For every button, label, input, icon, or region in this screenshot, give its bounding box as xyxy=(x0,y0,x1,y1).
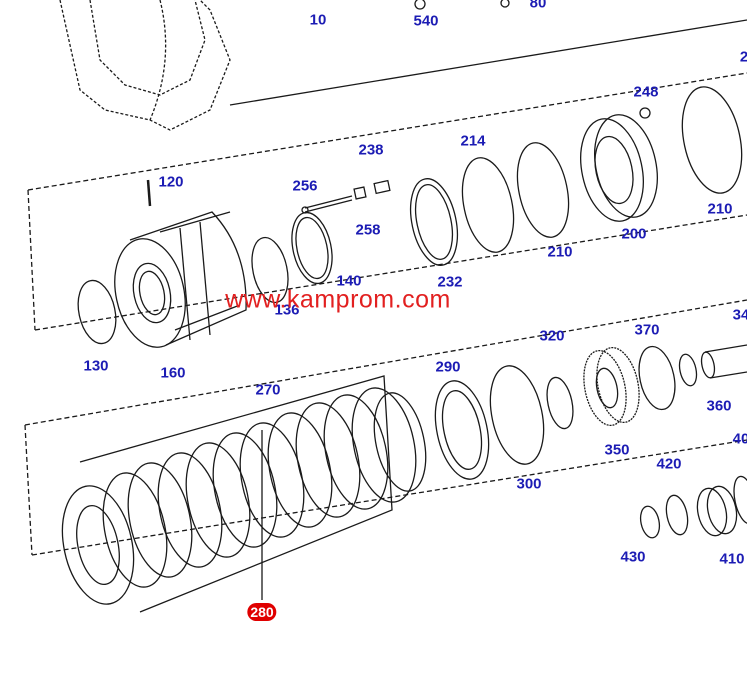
label-540: 540 xyxy=(413,12,439,30)
label-136: 136 xyxy=(274,301,300,319)
label-256: 256 xyxy=(292,177,318,195)
ring-210-b xyxy=(681,86,743,194)
plate-290-inner xyxy=(441,390,483,470)
ring-210-a xyxy=(516,142,570,238)
label-350: 350 xyxy=(604,441,630,459)
gear-350 xyxy=(583,346,640,427)
bolt-256 xyxy=(301,195,353,214)
ring-360 xyxy=(678,353,698,387)
lower-frame xyxy=(24,299,747,556)
bearing-410 xyxy=(696,485,738,537)
spring-258 xyxy=(353,186,367,200)
ring-140-inner xyxy=(295,216,329,280)
label-410: 410 xyxy=(719,550,745,568)
plate-232-inner xyxy=(414,184,454,260)
ring-130 xyxy=(77,279,117,345)
bracket-270 xyxy=(79,375,393,613)
ring-420 xyxy=(665,494,689,536)
plate-232 xyxy=(409,178,459,266)
label-130: 130 xyxy=(83,357,109,375)
bolt-540 xyxy=(414,0,426,10)
label-214: 214 xyxy=(460,132,486,150)
label-40: 40 xyxy=(732,430,747,448)
ring-430 xyxy=(639,505,661,539)
label-420: 420 xyxy=(656,455,682,473)
label-210: 210 xyxy=(547,243,573,261)
label-360: 360 xyxy=(706,397,732,415)
bolt-248 xyxy=(639,107,651,119)
ring-136 xyxy=(251,236,289,304)
housing-sketch xyxy=(59,0,231,131)
ring-300 xyxy=(489,365,545,465)
top-frame-line xyxy=(229,19,747,106)
label-300: 300 xyxy=(516,475,542,493)
label-430: 430 xyxy=(620,548,646,566)
ring-370 xyxy=(638,345,676,411)
shaft-34x xyxy=(700,344,747,379)
label-140: 140 xyxy=(336,272,362,290)
label-270: 270 xyxy=(255,381,281,399)
upper-frame xyxy=(27,72,747,331)
label-258: 258 xyxy=(355,221,381,239)
label-370: 370 xyxy=(634,321,660,339)
ring-320 xyxy=(546,376,574,430)
label-80: 80 xyxy=(529,0,547,12)
clutch-drum-160 xyxy=(114,211,247,348)
label-238: 238 xyxy=(358,141,384,159)
nut-238 xyxy=(373,179,391,195)
label-232: 232 xyxy=(437,273,463,291)
label-210-right: 210 xyxy=(707,200,733,218)
pin-120 xyxy=(146,179,152,207)
label-2: 2 xyxy=(739,48,747,66)
ring-214 xyxy=(461,157,515,253)
label-320: 320 xyxy=(539,327,565,345)
label-10: 10 xyxy=(309,11,327,29)
plate-290 xyxy=(434,380,490,480)
watermark-text: www.kamprom.com xyxy=(225,285,451,314)
ring-140 xyxy=(291,211,333,285)
label-160: 160 xyxy=(160,364,186,382)
label-290: 290 xyxy=(435,358,461,376)
clutch-pack-280 xyxy=(61,387,427,605)
bolt-80 xyxy=(500,0,510,8)
label-120: 120 xyxy=(158,173,184,191)
part-40x xyxy=(733,475,747,525)
label-280-highlighted[interactable]: 280 xyxy=(247,603,277,621)
label-34: 34 xyxy=(732,306,747,324)
label-200: 200 xyxy=(621,225,647,243)
synchro-200 xyxy=(580,114,658,222)
label-248: 248 xyxy=(633,83,659,101)
